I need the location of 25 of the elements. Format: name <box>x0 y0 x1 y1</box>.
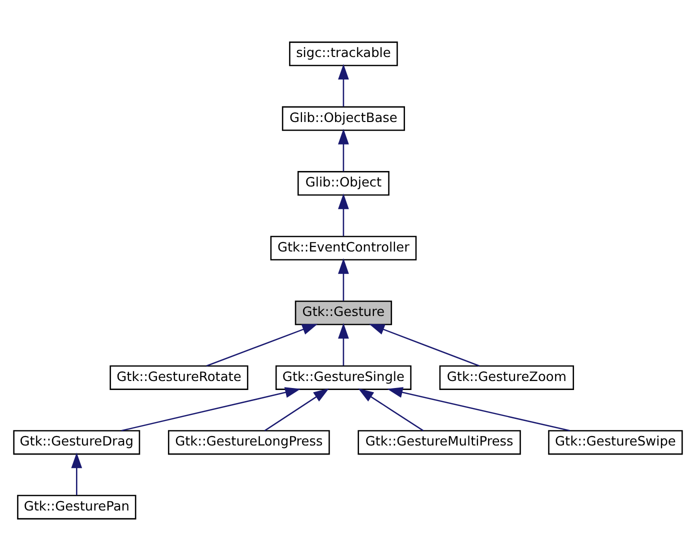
node-box: Gtk::Gesture <box>294 300 392 325</box>
node-box: Gtk::GesturePan <box>17 494 136 519</box>
arrow <box>368 323 480 366</box>
arrow <box>358 388 424 431</box>
node-box: Gtk::GestureSingle <box>275 364 412 390</box>
node-box: sigc::trackable <box>289 41 398 66</box>
arrow <box>338 258 349 300</box>
arrow <box>338 64 349 106</box>
arrow <box>338 322 349 366</box>
node-box: Gtk::EventController <box>270 235 417 260</box>
arrow <box>206 323 318 366</box>
node-box: Glib::ObjectBase <box>282 106 405 130</box>
arrow <box>338 128 349 171</box>
node-box: Gtk::GestureSwipe <box>548 430 683 454</box>
arrow <box>338 193 349 236</box>
arrow <box>264 388 330 431</box>
node-box: Gtk::GestureZoom <box>439 364 574 390</box>
arrow <box>121 386 301 431</box>
arrow <box>71 452 82 495</box>
node-box: Glib::Object <box>297 170 390 196</box>
node-box: Gtk::GestureLongPress <box>168 430 330 454</box>
node-box: Gtk::GestureMultiPress <box>358 430 521 454</box>
node-box: Gtk::GestureRotate <box>110 364 248 390</box>
arrow <box>387 386 570 431</box>
node-box: Gtk::GestureDrag <box>13 430 140 454</box>
